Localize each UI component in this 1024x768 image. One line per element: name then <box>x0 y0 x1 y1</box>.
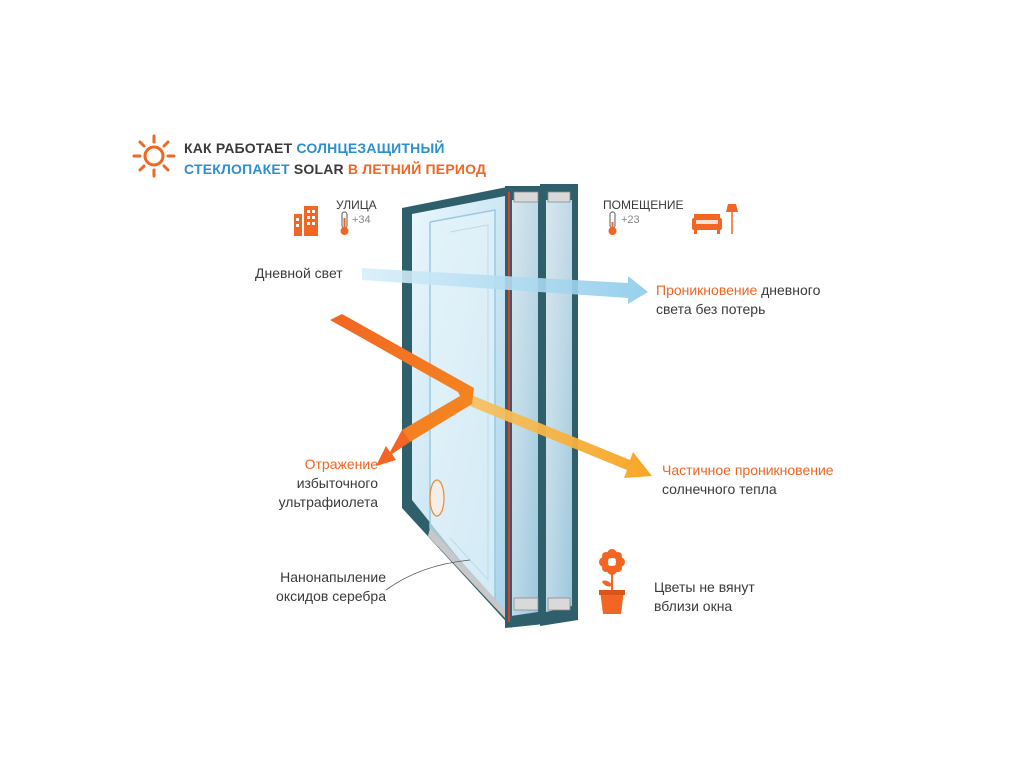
reflection-highlight: Отражение <box>304 456 378 472</box>
reflection-line2: избыточного <box>296 475 378 491</box>
glass-label-sticker <box>429 479 445 517</box>
bottom-spacer-left <box>513 597 539 611</box>
penetration-text: дневного <box>757 282 821 298</box>
top-spacer-left <box>513 191 539 203</box>
heat-arrow <box>460 392 652 478</box>
coating-label: Нанонапыление оксидов серебра <box>250 568 386 606</box>
title-brand: SOLAR <box>293 161 344 177</box>
flowers-line1: Цветы не вянут <box>654 579 755 595</box>
building-icon <box>294 206 318 236</box>
thermometer-icon-room <box>608 211 617 235</box>
title-period: В ЛЕТНИЙ ПЕРИОД <box>343 161 487 177</box>
reflection-arrow <box>330 314 474 466</box>
flowers-line2: вблизи окна <box>654 598 733 614</box>
coating-line2: оксидов серебра <box>276 588 386 604</box>
reflection-label: Отражение избыточного ультрафиолета <box>250 455 378 512</box>
street-temp: +34 <box>352 214 371 226</box>
title-highlight: СОЛНЦЕЗАЩИТНЫЙ <box>296 140 445 156</box>
sun-icon <box>132 134 176 178</box>
sofa-lamp-icon <box>692 204 738 234</box>
partial-heat-label: Частичное проникновение солнечного тепла <box>662 461 834 499</box>
page-title: КАК РАБОТАЕТ СОЛНЦЕЗАЩИТНЫЙ СТЕКЛОПАКЕТ … <box>184 138 486 180</box>
coating-line1: Нанонапыление <box>280 569 386 585</box>
title-part: СТЕКЛОПАКЕТ <box>184 161 294 177</box>
penetration-label: Проникновение дневного света без потерь <box>656 281 820 319</box>
coating-leader-line <box>385 559 471 591</box>
partial-heat-highlight: Частичное проникновение <box>662 462 834 478</box>
bottom-spacer-right <box>547 597 571 611</box>
flower-icon <box>599 549 625 614</box>
top-spacer-right <box>547 191 571 203</box>
reflection-line3: ультрафиолета <box>278 494 378 510</box>
daylight-label: Дневной свет <box>255 265 343 281</box>
daylight-arrow <box>362 268 648 304</box>
penetration-highlight: Проникновение <box>656 282 758 298</box>
street-label: УЛИЦА <box>336 198 377 212</box>
penetration-line2: света без потерь <box>656 301 766 317</box>
title-part: КАК РАБОТАЕТ <box>184 140 297 156</box>
thermometer-icon-street <box>340 211 349 235</box>
room-temp: +23 <box>621 214 640 226</box>
flowers-label: Цветы не вянут вблизи окна <box>654 578 755 616</box>
room-label: ПОМЕЩЕНИЕ <box>603 198 684 212</box>
partial-heat-line2: солнечного тепла <box>662 481 777 497</box>
